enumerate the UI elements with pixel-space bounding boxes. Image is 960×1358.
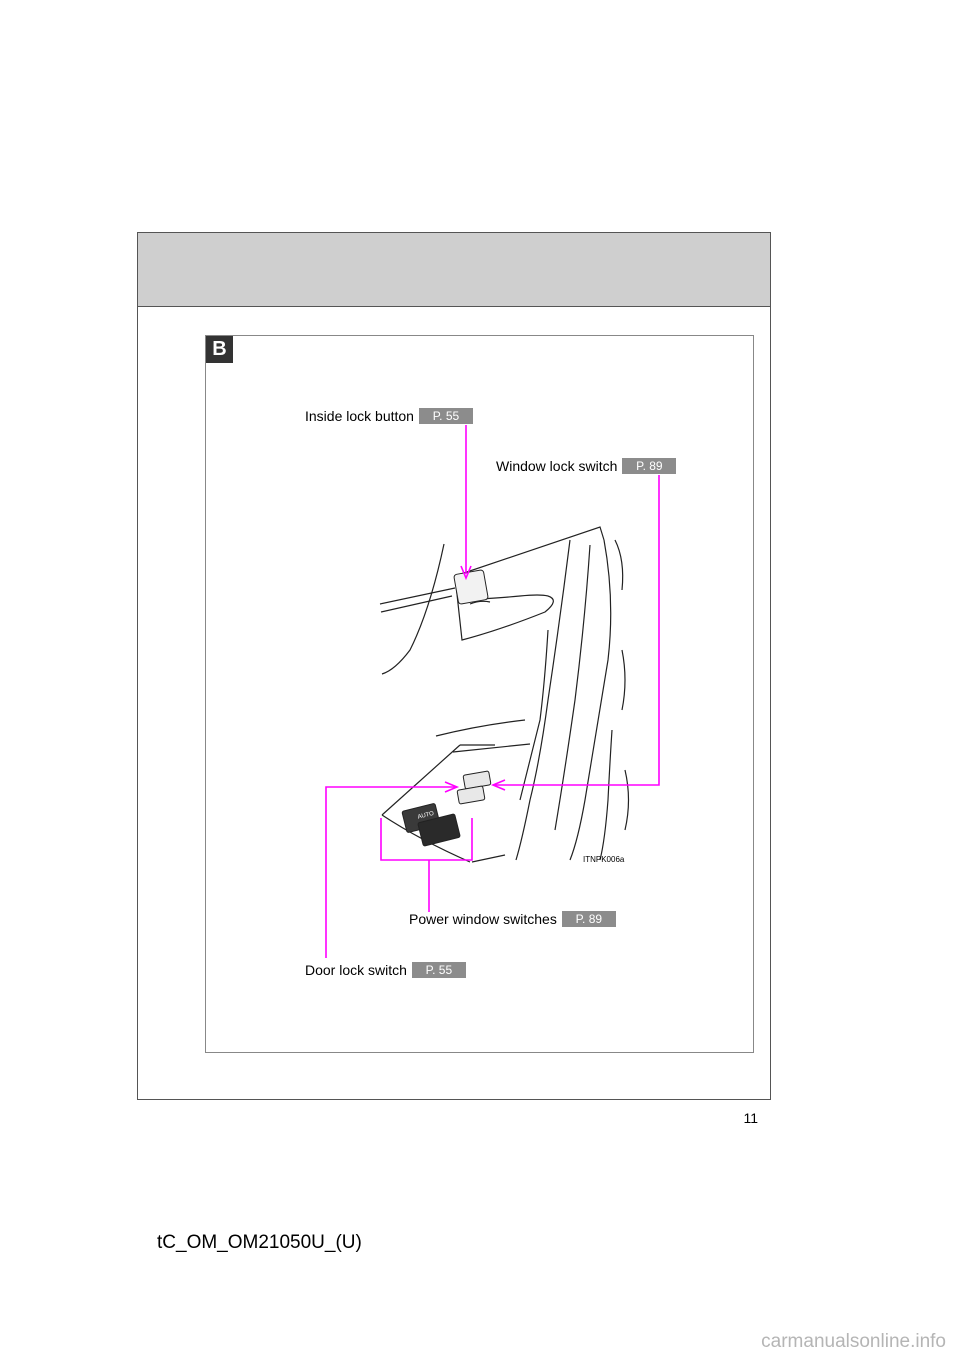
page-number: 11 [743,1110,758,1126]
door-lock-page-ref[interactable]: P. 55 [411,962,466,978]
door-lock-leader [325,786,455,958]
inside-lock-page-ref[interactable]: P. 55 [418,408,473,424]
section-badge: B [206,336,233,363]
power-window-page-ref[interactable]: P. 89 [561,911,616,927]
switch-cluster [401,569,492,847]
document-id: tC_OM_OM21050U_(U) [157,1232,362,1253]
window-lock-label: Window lock switch [496,458,618,474]
inside-lock-callout: Inside lock button P. 55 [305,408,473,424]
power-window-bracket [380,818,473,861]
leader-lines [325,425,660,958]
power-window-callout: Power window switches P. 89 [409,911,616,927]
page-frame: B [137,232,771,1100]
inside-lock-label: Inside lock button [305,408,414,424]
auto-switch-label: AUTO [417,811,435,821]
watermark: carmanualsonline.info [761,1331,946,1352]
window-lock-page-ref[interactable]: P. 89 [622,458,677,474]
figure-box: B [205,335,754,1053]
door-lock-callout: Door lock switch P. 55 [305,962,466,978]
window-lock-callout: Window lock switch P. 89 [496,458,677,474]
header-band [138,233,770,307]
power-window-label: Power window switches [409,911,557,927]
door-lock-label: Door lock switch [305,962,407,978]
window-lock-leader [495,475,660,786]
figure-code: ITNPK006a [583,855,625,864]
